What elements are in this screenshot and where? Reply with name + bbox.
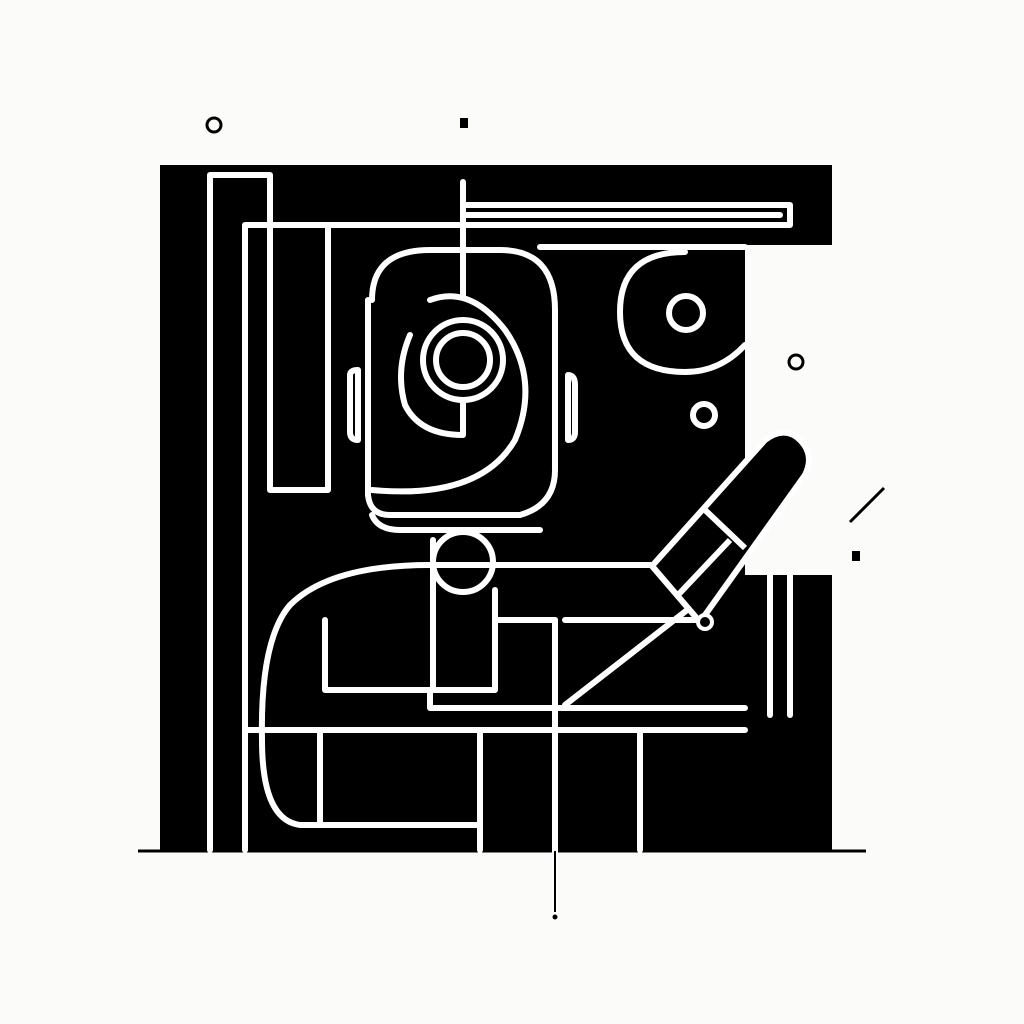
neck-column bbox=[430, 537, 498, 693]
accent-circle-right bbox=[787, 353, 805, 371]
head-outline bbox=[365, 247, 558, 518]
spiral-tail bbox=[398, 332, 466, 438]
accent-circle-top bbox=[205, 116, 223, 134]
accent-square-top bbox=[460, 118, 468, 128]
face-curve bbox=[369, 293, 529, 495]
pen-band-a bbox=[675, 537, 733, 598]
disc-arc bbox=[617, 249, 748, 375]
tall-rect bbox=[267, 222, 331, 493]
floating-accents bbox=[205, 116, 886, 920]
drop-dot bbox=[552, 914, 558, 920]
left-strip-outer bbox=[207, 172, 273, 853]
small-circle bbox=[690, 401, 718, 429]
pen-band-b bbox=[702, 507, 748, 551]
accent-slash bbox=[848, 486, 886, 524]
chin-line bbox=[369, 512, 543, 533]
white-linework bbox=[207, 172, 793, 915]
disc-hub bbox=[666, 293, 706, 333]
pen bbox=[649, 429, 812, 631]
pen-body bbox=[649, 429, 812, 625]
desk-top bbox=[427, 687, 748, 711]
pen-stroke-line bbox=[562, 597, 703, 708]
right-ear bbox=[565, 372, 578, 443]
pen-nib bbox=[696, 613, 714, 631]
shoulder-curve bbox=[258, 562, 481, 828]
accent-square-right bbox=[852, 551, 860, 561]
eye-inner-ring bbox=[433, 330, 493, 390]
left-strip-inner bbox=[242, 202, 793, 853]
arm-rect bbox=[322, 617, 436, 693]
left-ear bbox=[347, 367, 361, 443]
eye-outer-ring bbox=[420, 317, 506, 403]
